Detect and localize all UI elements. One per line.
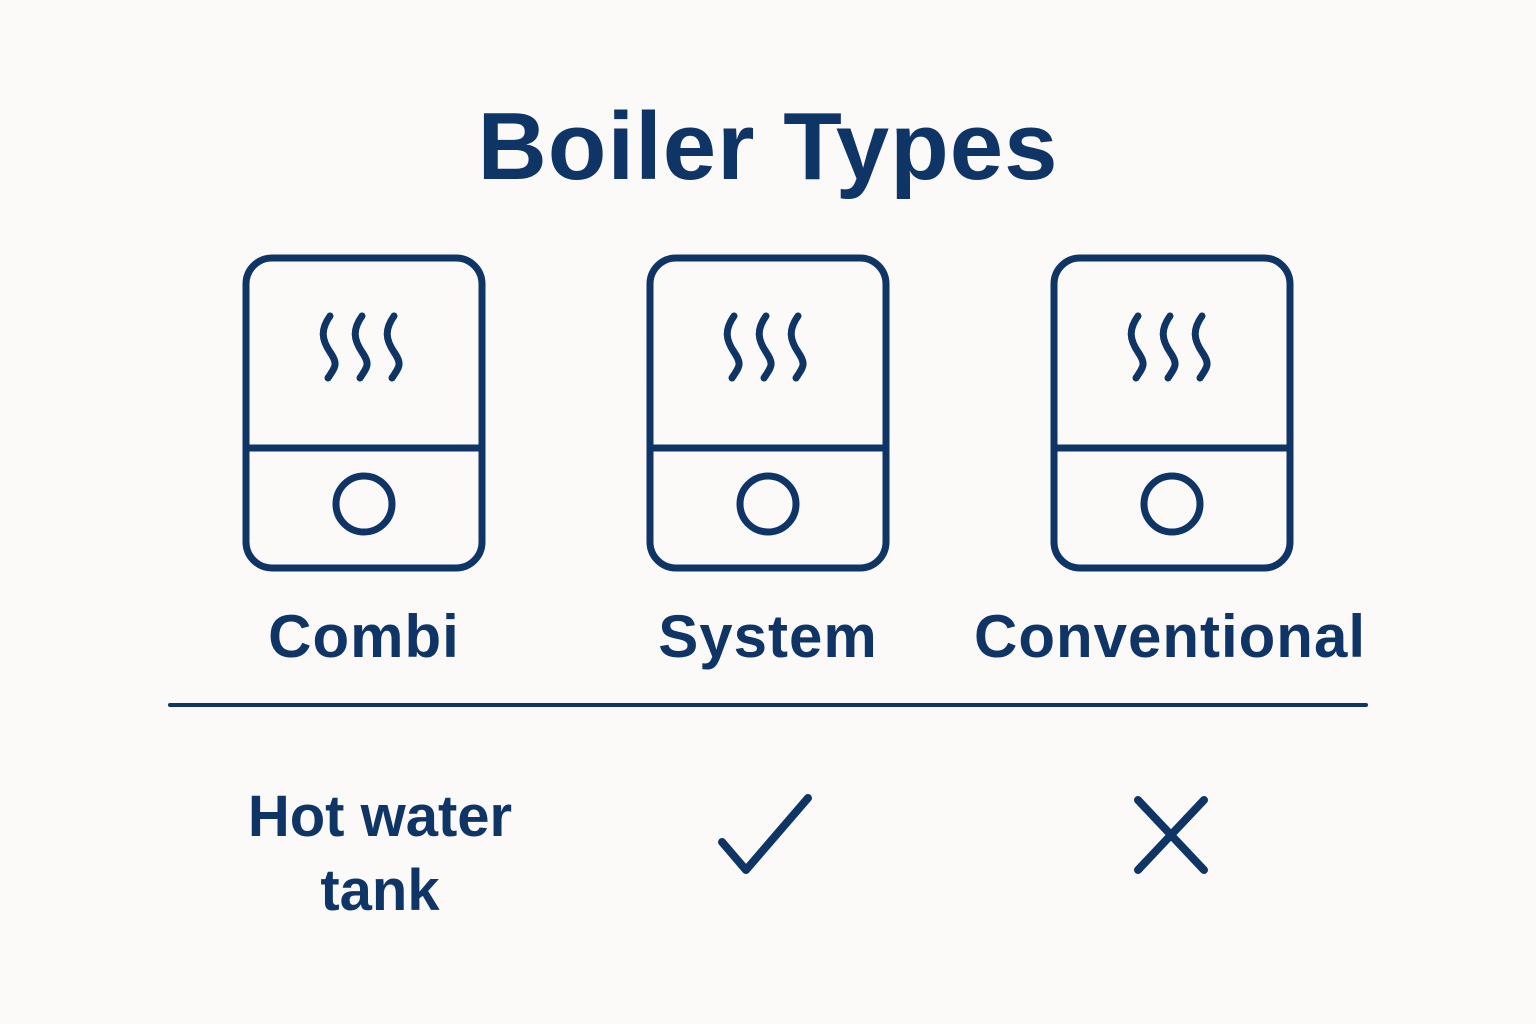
- boiler-label-combi: Combi: [268, 603, 460, 670]
- divider: [168, 703, 1368, 707]
- boiler-icon-combi: [242, 254, 486, 572]
- steam-icon: [1127, 312, 1211, 382]
- dial-icon: [736, 472, 800, 536]
- page-title: Boiler Types: [477, 93, 1059, 200]
- feature-label: Hot water tank: [247, 784, 513, 923]
- boiler-label-conventional: Conventional: [973, 603, 1366, 670]
- dial-icon: [332, 472, 396, 536]
- boiler-icon-conventional: [1050, 254, 1294, 572]
- dial-icon: [1140, 472, 1204, 536]
- steam-icon: [723, 312, 807, 382]
- steam-icon: [319, 312, 403, 382]
- boiler-label-system: System: [658, 603, 878, 670]
- boiler-icon-system: [646, 254, 890, 572]
- check-icon: [712, 790, 822, 880]
- cross-icon: [1116, 790, 1226, 880]
